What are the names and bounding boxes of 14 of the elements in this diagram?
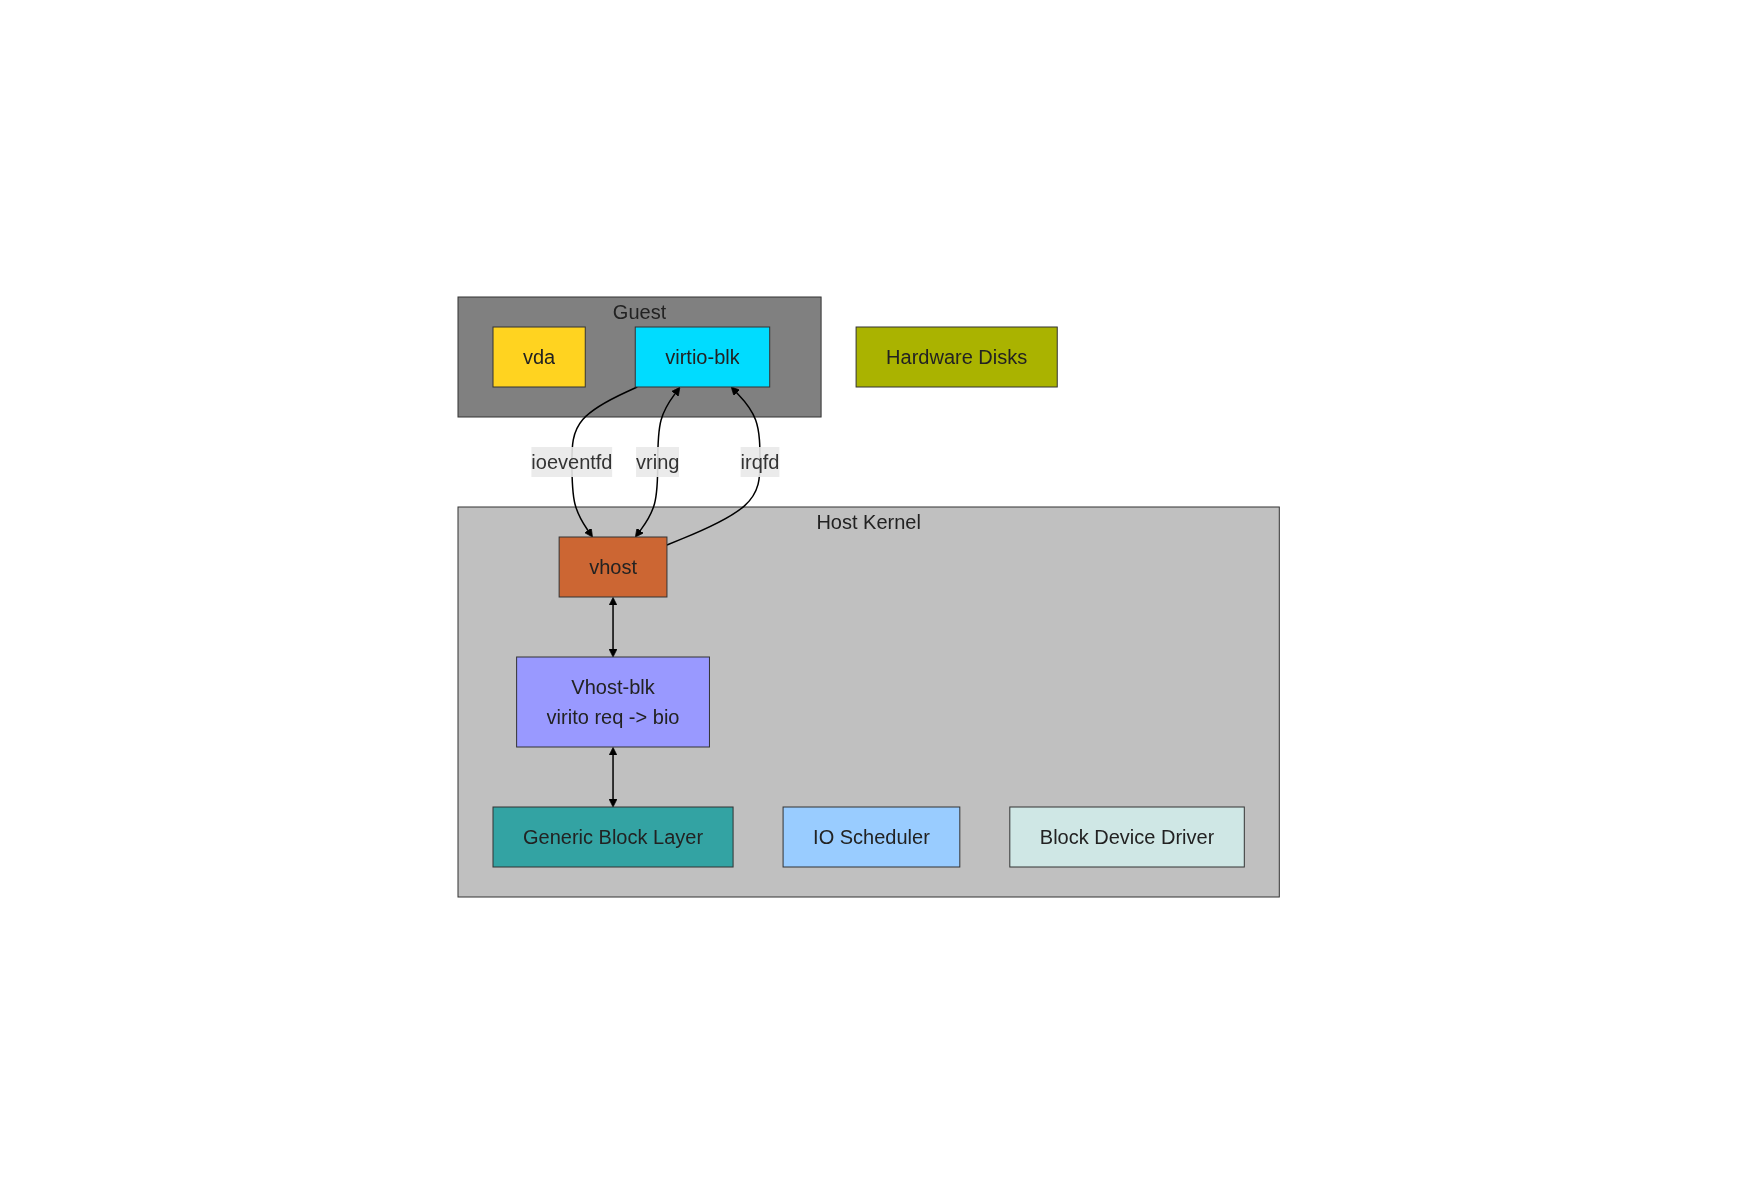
arrow <box>609 746 618 807</box>
node-box: Hardware Disks <box>855 326 1059 387</box>
edge-label: vring <box>636 450 680 473</box>
node-box: Block Device Driver <box>1009 806 1246 867</box>
node-box: Vhost-blk virito req -> bio <box>516 656 711 747</box>
node-box: vda <box>492 326 587 387</box>
node-box: virtio-blk <box>635 326 771 387</box>
node-box: Generic Block Layer <box>492 806 734 867</box>
node-box: vhost <box>559 536 668 597</box>
arrow <box>635 386 681 537</box>
edge-label: ioeventfd <box>531 450 613 473</box>
edge-label: irqfd <box>740 450 780 473</box>
arrow <box>609 596 618 657</box>
node-box: IO Scheduler <box>782 806 961 867</box>
